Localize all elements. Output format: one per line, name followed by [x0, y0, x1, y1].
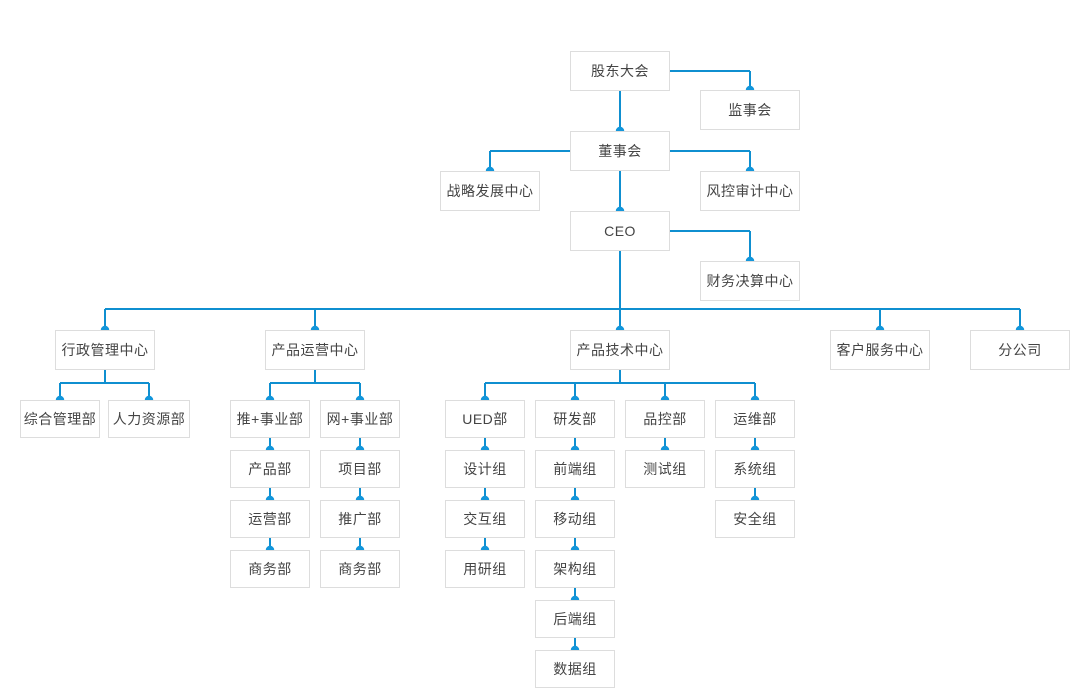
org-node-frontend_group[interactable]: 前端组 [535, 450, 615, 488]
org-node-label: 架构组 [553, 560, 597, 577]
org-node-label: 产品部 [248, 460, 292, 477]
org-node-label: 产品运营中心 [271, 341, 359, 358]
org-node-arch_group[interactable]: 架构组 [535, 550, 615, 588]
org-node-branch[interactable]: 分公司 [970, 330, 1070, 370]
org-node-label: 分公司 [998, 341, 1042, 358]
org-node-label: 后端组 [553, 610, 597, 627]
org-node-label: 客户服务中心 [836, 341, 924, 358]
org-node-label: 董事会 [598, 142, 642, 159]
org-node-board[interactable]: 董事会 [570, 131, 670, 171]
org-node-label: 系统组 [733, 460, 777, 477]
org-node-label: 数据组 [553, 660, 597, 677]
org-node-supervisors[interactable]: 监事会 [700, 90, 800, 130]
org-node-label: 推广部 [338, 510, 382, 527]
org-node-gm_dept[interactable]: 综合管理部 [20, 400, 100, 438]
org-node-backend_group[interactable]: 后端组 [535, 600, 615, 638]
org-node-tui_biz[interactable]: 推+事业部 [230, 400, 310, 438]
org-node-label: 股东大会 [591, 62, 649, 79]
org-node-label: 运维部 [733, 410, 777, 427]
org-node-research_group[interactable]: 用研组 [445, 550, 525, 588]
org-node-label: UED部 [462, 410, 508, 427]
org-node-label: 综合管理部 [23, 410, 97, 427]
org-node-label: 测试组 [643, 460, 687, 477]
org-node-sys_group[interactable]: 系统组 [715, 450, 795, 488]
org-node-proj_dept[interactable]: 项目部 [320, 450, 400, 488]
org-node-admin[interactable]: 行政管理中心 [55, 330, 155, 370]
org-node-label: 移动组 [553, 510, 597, 527]
org-node-shareholders[interactable]: 股东大会 [570, 51, 670, 91]
org-node-mobile_group[interactable]: 移动组 [535, 500, 615, 538]
org-node-label: 推+事业部 [236, 410, 304, 427]
org-node-label: 人力资源部 [112, 410, 186, 427]
org-node-label: 产品技术中心 [576, 341, 664, 358]
org-node-promo_dept[interactable]: 推广部 [320, 500, 400, 538]
org-node-label: 品控部 [643, 410, 687, 427]
org-node-test_group[interactable]: 测试组 [625, 450, 705, 488]
org-node-label: 项目部 [338, 460, 382, 477]
org-node-label: 用研组 [463, 560, 507, 577]
org-node-label: CEO [604, 222, 636, 239]
org-node-label: 战略发展中心 [446, 182, 534, 199]
org-node-label: 商务部 [248, 560, 292, 577]
org-node-finance[interactable]: 财务决算中心 [700, 261, 800, 301]
org-node-label: 设计组 [463, 460, 507, 477]
org-node-label: 运营部 [248, 510, 292, 527]
org-node-rnd_dept[interactable]: 研发部 [535, 400, 615, 438]
org-node-label: 行政管理中心 [61, 341, 149, 358]
org-node-data_group[interactable]: 数据组 [535, 650, 615, 688]
org-node-biz_dept_b[interactable]: 商务部 [320, 550, 400, 588]
org-node-sec_group[interactable]: 安全组 [715, 500, 795, 538]
org-node-label: 前端组 [553, 460, 597, 477]
org-node-label: 交互组 [463, 510, 507, 527]
org-node-prodtech[interactable]: 产品技术中心 [570, 330, 670, 370]
org-node-wang_biz[interactable]: 网+事业部 [320, 400, 400, 438]
org-node-ued_dept[interactable]: UED部 [445, 400, 525, 438]
org-node-label: 监事会 [728, 101, 772, 118]
org-node-hr_dept[interactable]: 人力资源部 [108, 400, 190, 438]
org-node-ceo[interactable]: CEO [570, 211, 670, 251]
org-node-riskaudit[interactable]: 风控审计中心 [700, 171, 800, 211]
org-node-label: 商务部 [338, 560, 382, 577]
org-node-customer[interactable]: 客户服务中心 [830, 330, 930, 370]
org-node-label: 财务决算中心 [706, 272, 794, 289]
org-node-prod_dept[interactable]: 产品部 [230, 450, 310, 488]
org-node-label: 研发部 [553, 410, 597, 427]
org-node-label: 风控审计中心 [706, 182, 794, 199]
org-node-ops_dept[interactable]: 运营部 [230, 500, 310, 538]
org-node-qa_dept[interactable]: 品控部 [625, 400, 705, 438]
org-node-ops_tech_dept[interactable]: 运维部 [715, 400, 795, 438]
org-node-interact_group[interactable]: 交互组 [445, 500, 525, 538]
org-node-design_group[interactable]: 设计组 [445, 450, 525, 488]
org-node-label: 安全组 [733, 510, 777, 527]
org-node-prodops[interactable]: 产品运营中心 [265, 330, 365, 370]
org-node-label: 网+事业部 [326, 410, 394, 427]
org-node-biz_dept_a[interactable]: 商务部 [230, 550, 310, 588]
org-node-strategy[interactable]: 战略发展中心 [440, 171, 540, 211]
